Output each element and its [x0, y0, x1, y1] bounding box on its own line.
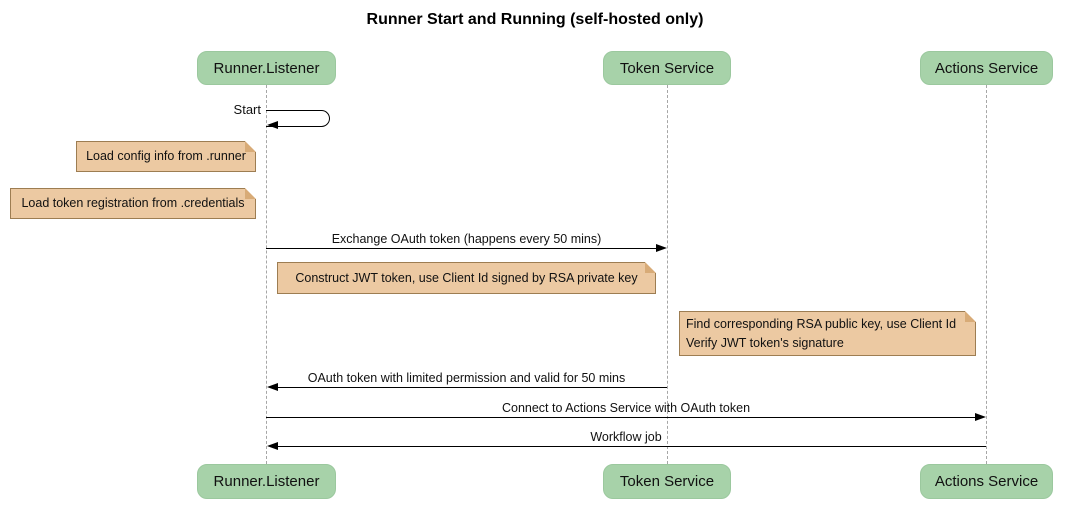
lifeline-token-service — [667, 85, 668, 464]
participant-token-service-bottom: Token Service — [603, 464, 731, 499]
participant-label: Token Service — [619, 59, 715, 77]
participant-label: Runner.Listener — [213, 473, 320, 490]
message-workflow-job-line — [273, 446, 986, 447]
message-exchange-oauth-line — [266, 248, 660, 249]
participant-token-service-top: Token Service — [603, 51, 731, 85]
participant-label: Actions Service — [934, 59, 1039, 77]
participant-label: Runner.Listener — [213, 59, 320, 77]
message-oauth-token-label: OAuth token with limited permission and … — [307, 371, 626, 385]
note-load-token-registration: Load token registration from .credential… — [10, 188, 256, 219]
message-start-loop — [266, 110, 330, 127]
note-construct-jwt: Construct JWT token, use Client Id signe… — [277, 262, 656, 294]
lifeline-actions-service — [986, 85, 987, 464]
arrowhead-left-icon — [267, 441, 278, 450]
arrowhead-right-icon — [975, 412, 986, 421]
arrowhead-right-icon — [656, 243, 667, 252]
arrowhead-left-icon — [267, 121, 278, 129]
diagram-title: Runner Start and Running (self-hosted on… — [366, 11, 704, 28]
note-verify-jwt: Find corresponding RSA public key, use C… — [679, 311, 976, 356]
message-oauth-token-line — [273, 387, 667, 388]
participant-runner-listener-top: Runner.Listener — [197, 51, 336, 85]
message-start-label: Start — [233, 102, 261, 117]
note-load-config: Load config info from .runner — [76, 141, 256, 172]
participant-actions-service-top: Actions Service — [920, 51, 1053, 85]
participant-actions-service-bottom: Actions Service — [920, 464, 1053, 499]
message-connect-actions-line — [266, 417, 979, 418]
message-workflow-job-label: Workflow job — [590, 430, 662, 444]
message-exchange-oauth-label: Exchange OAuth token (happens every 50 m… — [331, 232, 602, 246]
lifeline-runner-listener — [266, 85, 267, 464]
participant-label: Actions Service — [934, 473, 1039, 490]
message-connect-actions-label: Connect to Actions Service with OAuth to… — [501, 401, 751, 415]
participant-runner-listener-bottom: Runner.Listener — [197, 464, 336, 499]
participant-label: Token Service — [619, 473, 715, 490]
arrowhead-left-icon — [267, 382, 278, 391]
